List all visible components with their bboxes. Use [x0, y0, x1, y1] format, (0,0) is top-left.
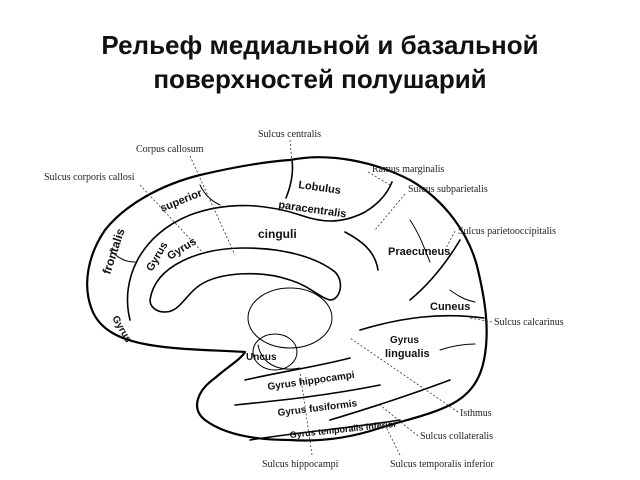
label-sulcus-subparietalis: Sulcus subparietalis	[408, 184, 488, 195]
gyrus-lingualis-word-gyrus: Gyrus	[390, 335, 419, 346]
praecuneus-minor-sulcus	[409, 219, 431, 263]
thalamus-outline	[247, 287, 333, 349]
cuneus-minor-sulcus	[449, 289, 476, 303]
sulcus-hippocampi-line	[244, 357, 351, 381]
leader-sulcus-hippocampi	[299, 371, 313, 456]
gyrus-cinguli-word-cinguli: cinguli	[258, 227, 297, 241]
label-sulcus-temporalis-inferior: Sulcus temporalis inferior	[390, 459, 495, 470]
praecuneus-label: Praecuneus	[388, 246, 450, 258]
label-sulcus-parietooccipitalis: Sulcus parietooccipitalis	[458, 226, 556, 237]
lobulus-label: Lobulus	[298, 179, 342, 197]
label-ramus-marginalis: Ramus marginalis	[372, 164, 444, 175]
frontal-minor-sulcus-1	[109, 249, 136, 263]
label-sulcus-calcarinus: Sulcus calcarinus	[494, 317, 564, 328]
label-isthmus: Isthmus	[460, 408, 492, 419]
sulcus-subparietalis-line	[344, 231, 379, 271]
label-sulcus-corporis-callosi: Sulcus corporis callosi	[44, 172, 135, 183]
page-title: Рельеф медиальной и базальной поверхност…	[0, 28, 640, 96]
label-sulcus-centralis: Sulcus centralis	[258, 129, 321, 140]
cuneus-label: Cuneus	[430, 301, 470, 313]
corpus-callosum-outline	[149, 247, 342, 313]
leader-sulcus-temporalis-inferior	[384, 424, 401, 456]
title-line-1: Рельеф медиальной и базальной	[101, 30, 539, 60]
sulcus-cinguli	[126, 181, 393, 321]
hemisphere-outline	[86, 156, 488, 442]
sulcus-centralis-line	[285, 159, 294, 199]
gyrus-lingualis-word-lingualis: lingualis	[385, 348, 430, 360]
leader-sulcus-collateralis	[379, 404, 419, 437]
label-sulcus-hippocampi: Sulcus hippocampi	[262, 459, 339, 470]
label-corpus-callosum: Corpus callosum	[136, 144, 204, 155]
lingual-minor-sulcus	[439, 343, 476, 351]
midbrain-outline	[252, 333, 298, 371]
sulcus-temporalis-inferior-line	[249, 419, 401, 441]
leader-ramus-marginalis	[367, 171, 391, 186]
uncus-label: Uncus	[246, 352, 277, 363]
leader-sulcus-parietooccipitalis	[444, 230, 456, 251]
occipitotemporal-sulcus-line	[234, 384, 381, 406]
title-line-2: поверхностей полушарий	[153, 64, 487, 94]
sulcus-calcarinus-line	[359, 314, 485, 331]
brainstem-edge	[257, 344, 301, 370]
label-sulcus-collateralis: Sulcus collateralis	[420, 431, 493, 442]
sulcus-collateralis-line	[329, 379, 451, 421]
sulcus-parietooccipitalis-line	[409, 239, 461, 301]
leader-isthmus	[349, 337, 459, 413]
frontal-minor-sulcus-2	[199, 184, 221, 206]
